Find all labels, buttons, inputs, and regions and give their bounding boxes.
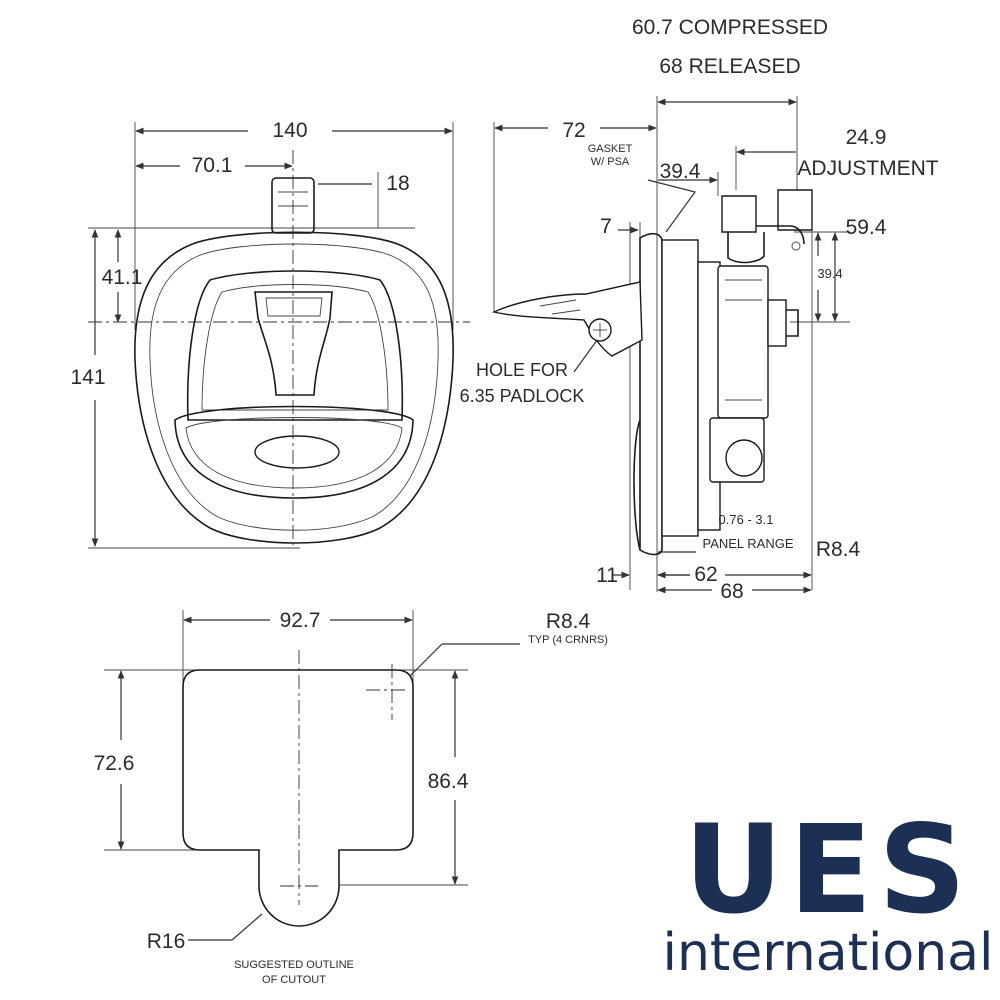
dim-released: 68 RELEASED [659, 55, 800, 78]
dim-corner-note: TYP (4 CRNRS) [528, 634, 608, 646]
gasket-label-line2: W/ PSA [591, 156, 630, 168]
panel-range-label: PANEL RANGE [702, 536, 793, 551]
side-view [491, 96, 850, 594]
ues-logo: UES international [663, 799, 994, 983]
dim-cutout-inner-height: 72.6 [94, 752, 135, 775]
dim-39-4-top: 39.4 [660, 160, 701, 183]
dim-62: 62 [694, 563, 717, 586]
gasket-label-line1: GASKET [588, 143, 633, 155]
dim-front-height: 141 [70, 366, 105, 389]
dim-front-half-width: 70.1 [192, 154, 233, 177]
front-view [88, 122, 470, 549]
dim-adjustment-value: 24.9 [846, 126, 887, 149]
padlock-hole-line2: 6.35 PADLOCK [460, 386, 585, 406]
panel-range-value: 0.76 - 3.1 [719, 512, 774, 527]
dim-tab-radius: R16 [147, 930, 186, 953]
logo-mark: UES [684, 799, 972, 941]
cutout-view [104, 610, 520, 941]
dim-handle-reach: 72 [562, 119, 585, 142]
dim-corner-radius: R8.4 [546, 610, 591, 633]
cutout-caption-line2: OF CUTOUT [262, 974, 326, 986]
dim-7: 7 [600, 215, 612, 238]
dim-compressed: 60.7 COMPRESSED [632, 16, 828, 39]
logo-name: international [663, 923, 994, 983]
dim-adjustment-label: ADJUSTMENT [797, 157, 938, 180]
dim-68: 68 [720, 580, 743, 603]
cutout-caption-line1: SUGGESTED OUTLINE [234, 959, 354, 971]
dim-radius-side: R8.4 [816, 538, 861, 561]
dim-cutout-total-height: 86.4 [428, 770, 469, 793]
dim-39-4-side: 39.4 [817, 266, 842, 281]
dim-upper-height: 41.1 [102, 266, 143, 289]
dim-handle-width: 18 [386, 172, 409, 195]
dim-front-width: 140 [272, 119, 307, 142]
dim-cutout-width: 92.7 [280, 609, 321, 632]
dim-59-4: 59.4 [846, 216, 887, 239]
dim-11: 11 [596, 564, 618, 587]
padlock-hole-line1: HOLE FOR [476, 360, 568, 380]
